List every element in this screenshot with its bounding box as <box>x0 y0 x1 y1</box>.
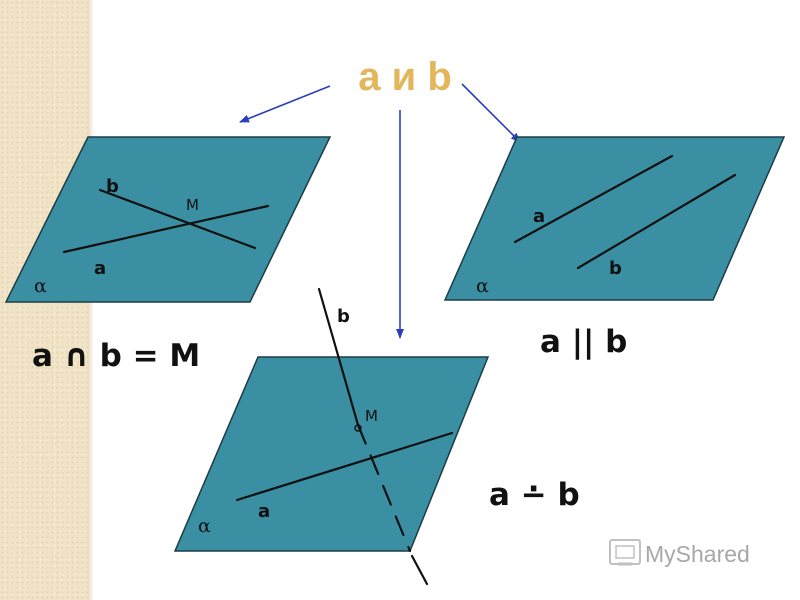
relation-skew: a ∸ b <box>489 477 580 513</box>
line-b-hidden <box>356 423 412 553</box>
label-alpha: α <box>34 275 47 297</box>
plane-alpha-1 <box>4 136 332 303</box>
label-a: a <box>258 501 270 522</box>
label-b: b <box>609 258 622 279</box>
arrow-to-parallel <box>461 83 521 143</box>
line-b <box>98 188 257 250</box>
line-b <box>576 173 737 270</box>
line-b-below <box>410 554 429 586</box>
plane-skew: b M a α <box>173 287 490 586</box>
line-a <box>62 204 270 254</box>
plane-parallel: a b α <box>443 136 786 301</box>
label-b: b <box>337 306 350 327</box>
label-alpha: α <box>476 275 489 297</box>
label-b: b <box>106 176 119 197</box>
label-alpha: α <box>198 515 211 537</box>
plane-intersecting: b a M α <box>4 136 332 303</box>
title: а и b <box>358 55 452 99</box>
line-a <box>513 154 674 244</box>
plane-alpha-2 <box>443 136 786 301</box>
label-point-m: M <box>365 407 378 425</box>
brand-watermark: MyShared <box>609 539 750 567</box>
relation-parallel: a || b <box>540 324 627 360</box>
label-a: a <box>533 206 545 227</box>
point-m <box>354 424 362 432</box>
brand-text: MyShared <box>645 541 750 567</box>
relation-intersecting: a ∩ b = M <box>32 338 200 374</box>
line-a <box>235 431 454 502</box>
label-point-m: M <box>186 196 199 214</box>
plane-alpha-3 <box>173 356 490 552</box>
arrow-to-intersecting <box>239 85 331 123</box>
line-b-above <box>317 287 360 427</box>
brand-logo-icon <box>609 539 641 566</box>
label-a: a <box>94 258 106 279</box>
